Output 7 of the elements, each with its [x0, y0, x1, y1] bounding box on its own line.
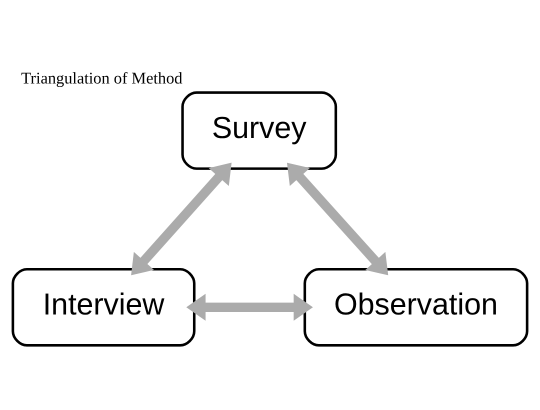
arrow [131, 162, 232, 275]
node-box: Interview [12, 267, 196, 346]
arrow [186, 293, 313, 320]
caption: Triangulation of Method [21, 68, 182, 87]
arrow [286, 162, 388, 275]
node-box: Survey [181, 90, 338, 170]
node-box: Observation [304, 267, 528, 346]
